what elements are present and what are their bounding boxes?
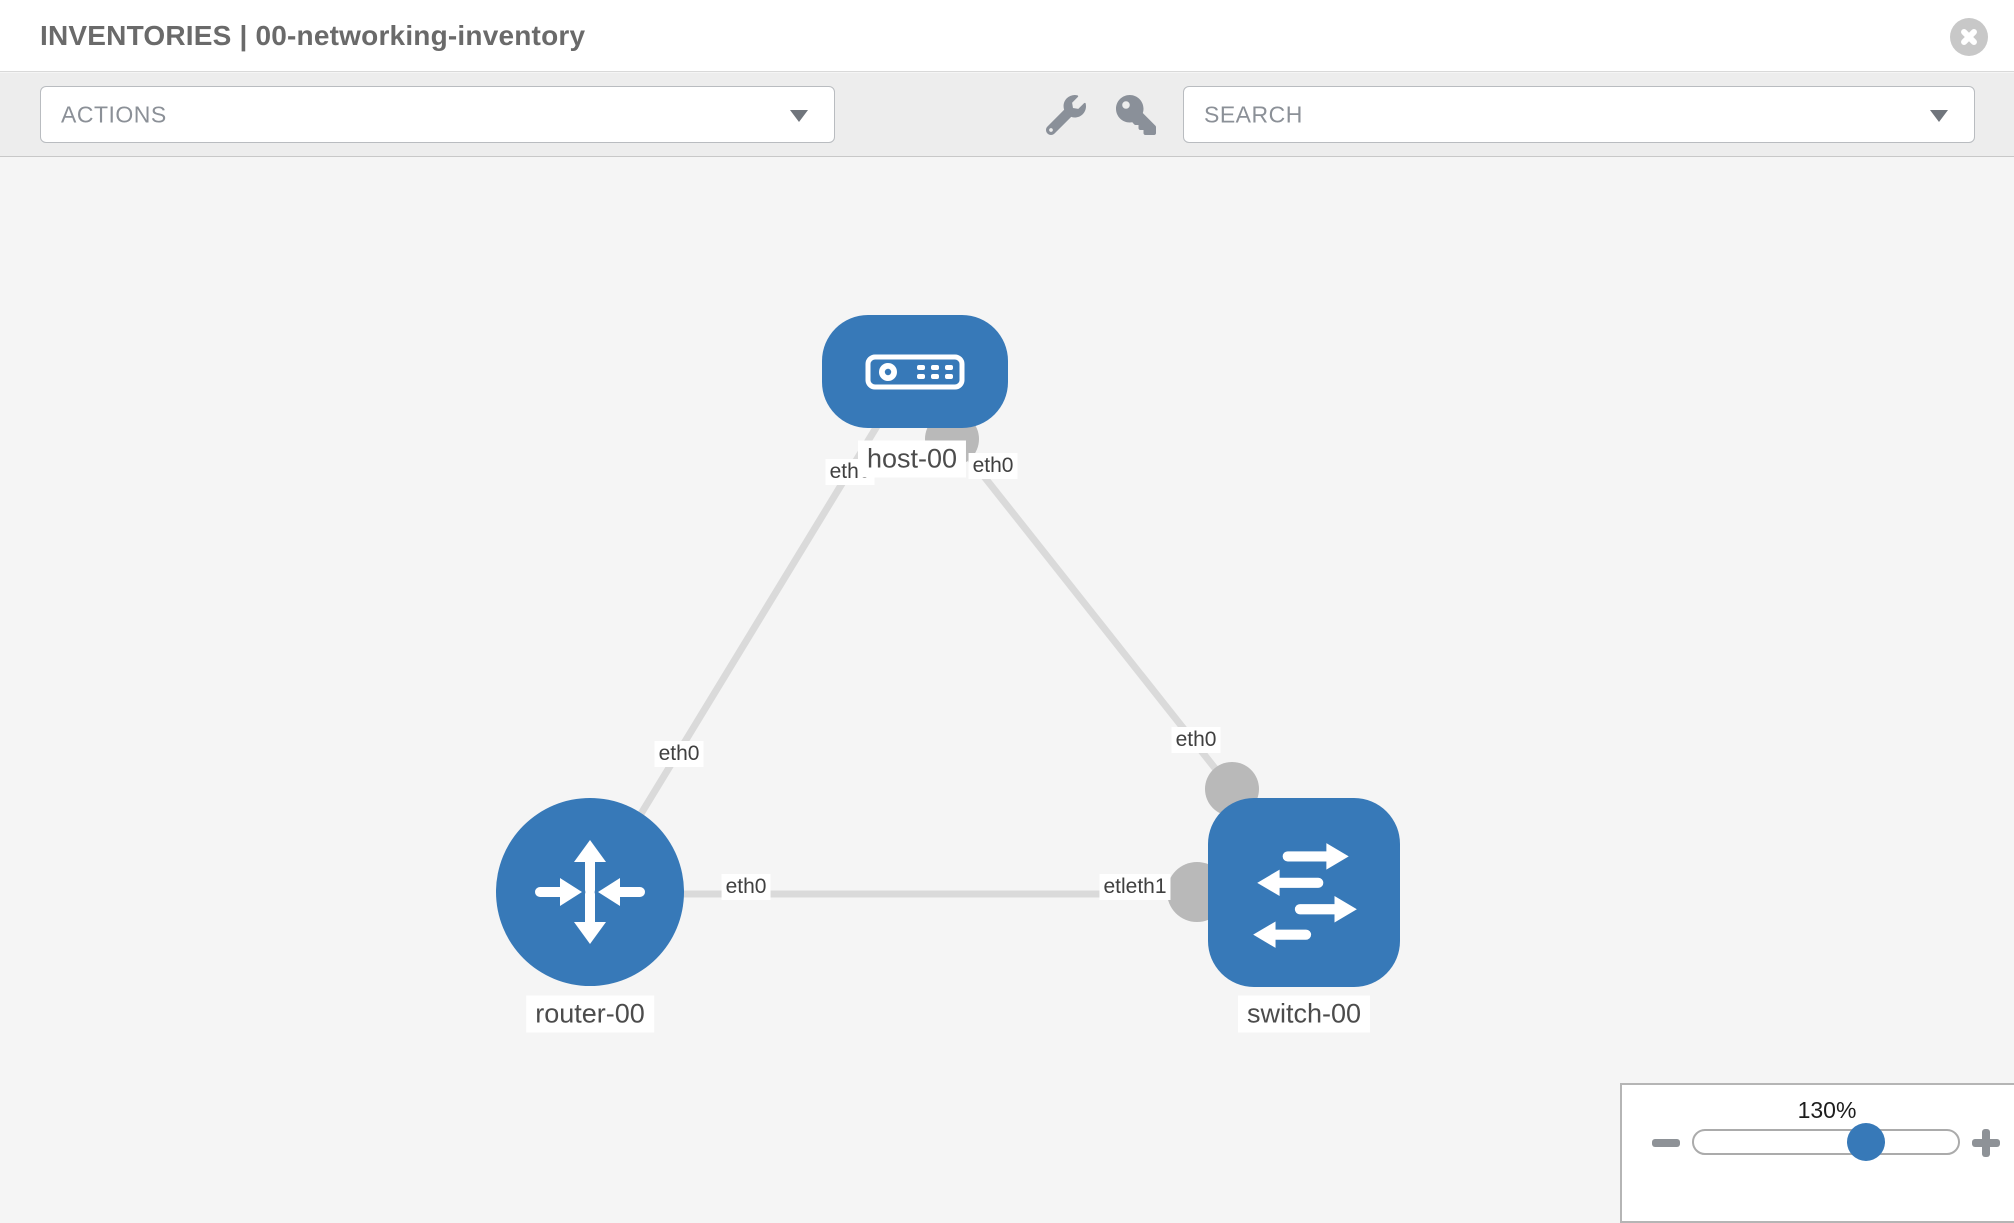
- actions-dropdown[interactable]: ACTIONS: [40, 86, 835, 143]
- node-label-switch: switch-00: [1237, 995, 1371, 1033]
- zoom-slider[interactable]: [1692, 1123, 1960, 1161]
- switch-icon: [1253, 842, 1357, 948]
- chevron-down-icon: [1930, 109, 1948, 122]
- node-switch[interactable]: [1208, 798, 1400, 987]
- search-dropdown[interactable]: SEARCH: [1183, 86, 1975, 143]
- zoom-panel: 130%: [1620, 1083, 2014, 1223]
- router-icon: [535, 840, 645, 944]
- zoom-out-button[interactable]: [1652, 1139, 1680, 1147]
- interface-label: eth0: [968, 453, 1018, 479]
- zoom-in-button[interactable]: [1972, 1129, 2000, 1157]
- actions-dropdown-label: ACTIONS: [61, 101, 167, 127]
- host-icon: [865, 354, 965, 389]
- zoom-level: 130%: [1797, 1097, 1857, 1123]
- node-label-router: router-00: [526, 995, 654, 1033]
- node-label-host: host-00: [857, 440, 967, 478]
- node-router[interactable]: [496, 798, 684, 986]
- toolbar: ACTIONS SEARCH: [0, 73, 2014, 157]
- plus-icon: [1982, 1129, 1990, 1157]
- topology-canvas[interactable]: eth0 eth0 eth0 eth0 eth0 etleth1 host-00…: [0, 158, 2014, 1200]
- link-host-router[interactable]: [591, 411, 888, 893]
- interface-label: eth0: [1171, 727, 1221, 753]
- chevron-down-icon: [790, 109, 808, 122]
- search-dropdown-label: SEARCH: [1204, 101, 1303, 127]
- interface-label: eth0: [654, 741, 704, 767]
- header: INVENTORIES | 00-networking-inventory: [0, 0, 2014, 72]
- zoom-slider-thumb[interactable]: [1846, 1123, 1885, 1161]
- wrench-icon[interactable]: [1045, 95, 1086, 136]
- page-title: INVENTORIES | 00-networking-inventory: [40, 19, 586, 51]
- node-host[interactable]: [822, 315, 1008, 428]
- interface-label: eth0: [721, 874, 771, 900]
- key-icon[interactable]: [1116, 95, 1156, 135]
- interface-label: etleth1: [1099, 874, 1171, 900]
- close-icon[interactable]: [1950, 18, 1988, 56]
- topology-links-layer: [591, 411, 1304, 924]
